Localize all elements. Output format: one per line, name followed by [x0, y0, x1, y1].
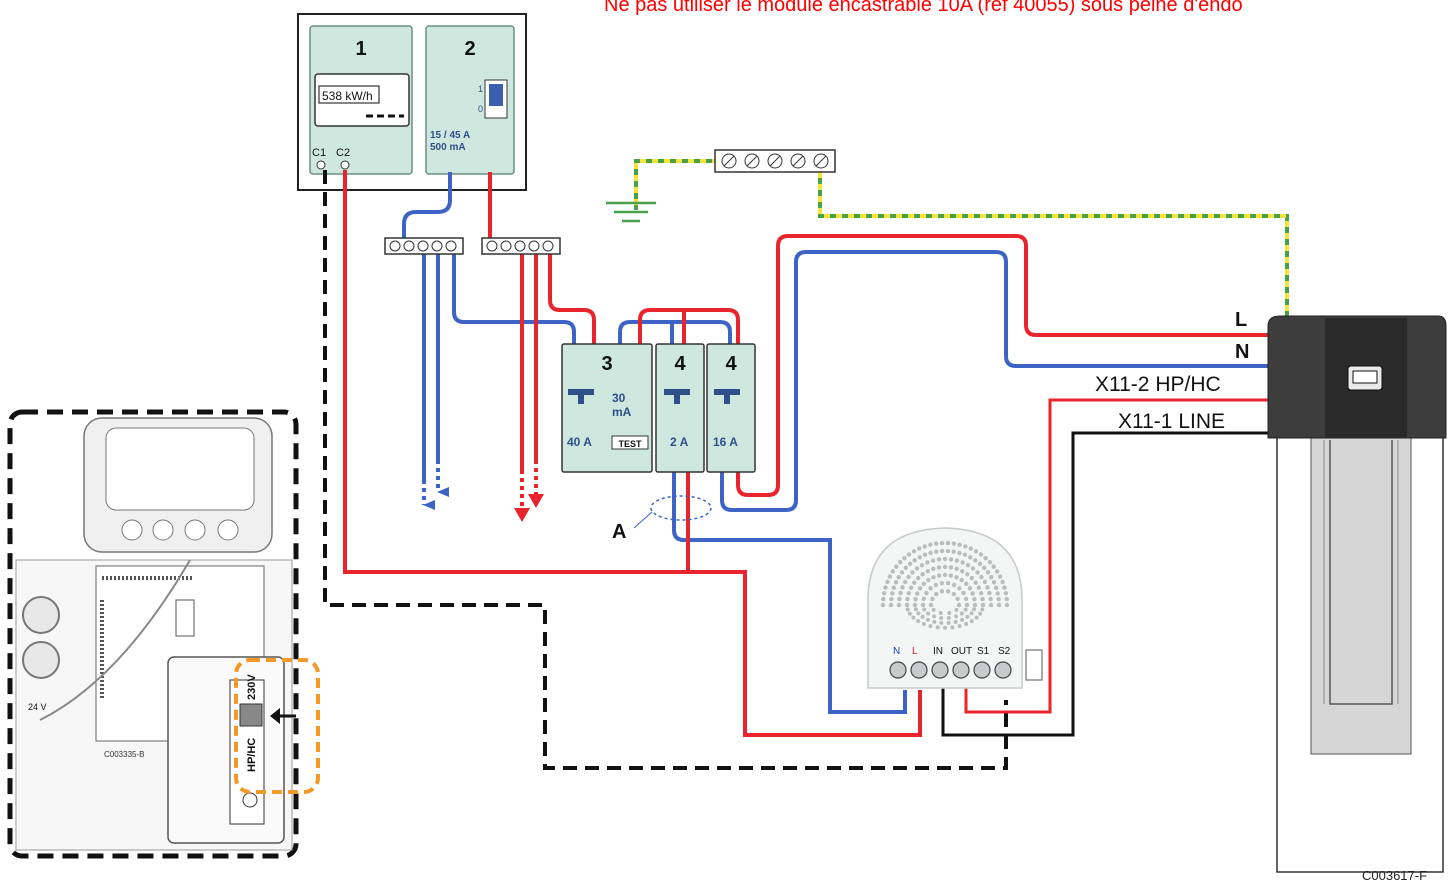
breaker-16a-number: 4: [725, 353, 737, 375]
neutral-terminal-block: [384, 237, 464, 255]
arrow-icon: [270, 708, 280, 724]
main-breaker-rating: 15 / 45 A: [430, 130, 470, 141]
controller-ref: C003335-B: [104, 750, 144, 759]
switch-pos-off: 0: [478, 104, 483, 114]
breaker-2a: 4 2 A: [655, 343, 705, 473]
rcd-sensitivity-unit: mA: [612, 405, 632, 419]
switch-pos-on: 1: [478, 84, 483, 94]
rcd-rating: 40 A: [567, 435, 592, 449]
module-terminal-s1: S1: [977, 646, 990, 657]
meter-number: 1: [355, 38, 366, 60]
marker-a: A: [612, 521, 626, 543]
controller-230v: 230V: [246, 674, 258, 700]
controller-24v: 24 V: [28, 702, 47, 712]
distribution-panel: 1 538 kW/h C1 C2 2 1 0 15 / 45 A 500 mA: [297, 13, 527, 191]
earth-wire: [818, 172, 1289, 320]
earth-symbol-icon: [606, 201, 656, 223]
meter-reading: 538 kW/h: [322, 89, 373, 103]
module-terminal-out: OUT: [951, 646, 972, 657]
breaker-16a-rating: 16 A: [713, 435, 738, 449]
switch-lever-icon: [489, 84, 503, 106]
controller-hphc: HP/HC: [246, 738, 258, 772]
drawing-reference: C003617-F: [1362, 868, 1428, 883]
breaker-2a-rating: 2 A: [670, 435, 689, 449]
heat-pump-water-heater: L N X11-2 HP/HC X11-1 LINE: [1095, 309, 1447, 873]
rcd-30ma: 3 30 mA 40 A TEST: [561, 343, 653, 473]
module-terminal-in: IN: [933, 646, 943, 657]
smart-relay-module: N L IN OUT S1 S2: [867, 527, 1043, 689]
breaker-2a-number: 4: [674, 353, 686, 375]
hphc-highlight: [234, 658, 320, 794]
module-terminal-n: N: [893, 646, 900, 657]
warning-text: Ne pas utiliser le module encastrable 10…: [604, 0, 1243, 16]
hp-x11-2-label: X11-2 HP/HC: [1095, 373, 1221, 396]
control-wire: [323, 170, 1008, 770]
main-breaker-sensitivity: 500 mA: [430, 142, 466, 153]
rcd-number: 3: [601, 353, 612, 375]
controller-detail: 24 V C003335-B 230V HP/HC: [7, 409, 320, 859]
phase-wire-meter: [343, 170, 922, 737]
meter-terminal-c1: C1: [312, 147, 326, 159]
hp-x11-1-label: X11-1 LINE: [1118, 410, 1225, 433]
main-breaker: [425, 25, 515, 175]
module-terminal-s2: S2: [998, 646, 1011, 657]
hp-terminal-n: N: [1235, 341, 1249, 363]
rcd-sensitivity: 30: [612, 391, 626, 405]
main-breaker-number: 2: [464, 38, 475, 60]
breaker-16a: 4 16 A: [706, 343, 756, 473]
hp-terminal-l: L: [1235, 309, 1247, 331]
rcd-test-button: TEST: [618, 439, 642, 449]
phase-terminal-block: [481, 237, 561, 255]
earth-terminal-block: [714, 149, 836, 173]
module-terminal-l: L: [912, 646, 918, 657]
meter-terminal-c2: C2: [336, 147, 350, 159]
